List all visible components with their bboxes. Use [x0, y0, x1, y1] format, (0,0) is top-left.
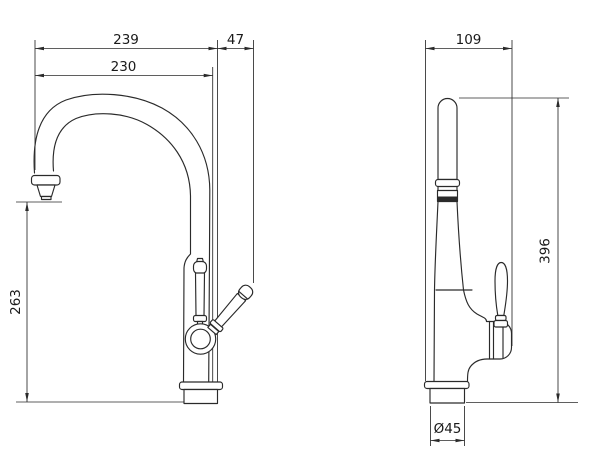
arrow-right	[503, 46, 512, 51]
front-view: 109 396 Ø45	[423, 32, 578, 446]
dim-spout-reach-label: 230	[111, 59, 137, 75]
valve-joint-inner	[190, 328, 211, 350]
arrow-left	[35, 73, 44, 78]
dim-rear-offset: 47	[217, 32, 254, 51]
dim-base-diameter-label: Ø45	[434, 421, 462, 437]
side-handle-collar-1	[494, 314, 507, 322]
arrow-left	[35, 46, 44, 51]
arrow-up	[556, 98, 560, 107]
front-view-faucet	[423, 97, 513, 404]
arrow-down	[25, 393, 29, 402]
spout-tip	[36, 184, 56, 198]
dim-base-diameter: Ø45	[430, 421, 465, 443]
body-left-edge	[433, 200, 439, 383]
arrow-right	[208, 46, 218, 51]
side-view: 239 47 230 263	[8, 32, 254, 405]
dim-outlet-height-label: 263	[8, 289, 24, 315]
dim-overall-height-label: 396	[538, 238, 554, 264]
dim-top-width-label: 109	[456, 32, 482, 48]
arrow-down	[556, 393, 560, 403]
side-view-faucet	[30, 93, 254, 405]
handle-collar	[192, 314, 208, 323]
handle-stem	[194, 272, 206, 317]
arrow-left	[425, 46, 435, 51]
handle-front-profile	[192, 257, 208, 327]
arrow-up	[25, 202, 29, 211]
dim-overall-height: 396	[538, 98, 560, 403]
base-cylinder	[183, 388, 219, 405]
arrow-right	[244, 46, 254, 51]
arrow-right	[203, 73, 213, 78]
column-collar	[434, 178, 461, 188]
column-cap	[437, 97, 458, 181]
arrow-left	[430, 438, 440, 443]
side-handle	[493, 261, 509, 328]
side-handle-collar-2	[493, 319, 509, 328]
front-view-extension-lines	[425, 40, 578, 446]
handle-lever	[207, 284, 254, 336]
base-cylinder	[429, 387, 466, 404]
lever-shaft	[214, 292, 247, 328]
dim-rear-offset-label: 47	[227, 32, 244, 48]
column-ring-dark-band	[437, 196, 458, 201]
spout-outer-curve	[33, 93, 211, 383]
base-flange	[423, 380, 470, 390]
dim-top-width: 109	[425, 32, 512, 51]
dim-overall-reach: 239	[35, 32, 218, 51]
lever-cap-seam	[238, 290, 249, 300]
side-view-extension-lines	[16, 40, 254, 403]
arrow-left	[217, 46, 227, 51]
lever-tip-cap	[237, 284, 254, 300]
handle-cap	[192, 260, 208, 275]
arrow-right	[455, 438, 465, 443]
dim-overall-reach-label: 239	[113, 32, 139, 48]
spout-outlet	[40, 195, 52, 201]
valve-joint-outer	[184, 323, 217, 355]
base-flange	[178, 381, 224, 391]
dim-spout-reach: 230	[35, 59, 213, 78]
dim-outlet-height: 263	[8, 202, 29, 402]
spout-inner-curve-body-left	[52, 113, 192, 383]
side-handle-club	[494, 261, 509, 317]
column-ring	[436, 189, 459, 203]
spout-aerator-collar	[30, 174, 61, 186]
